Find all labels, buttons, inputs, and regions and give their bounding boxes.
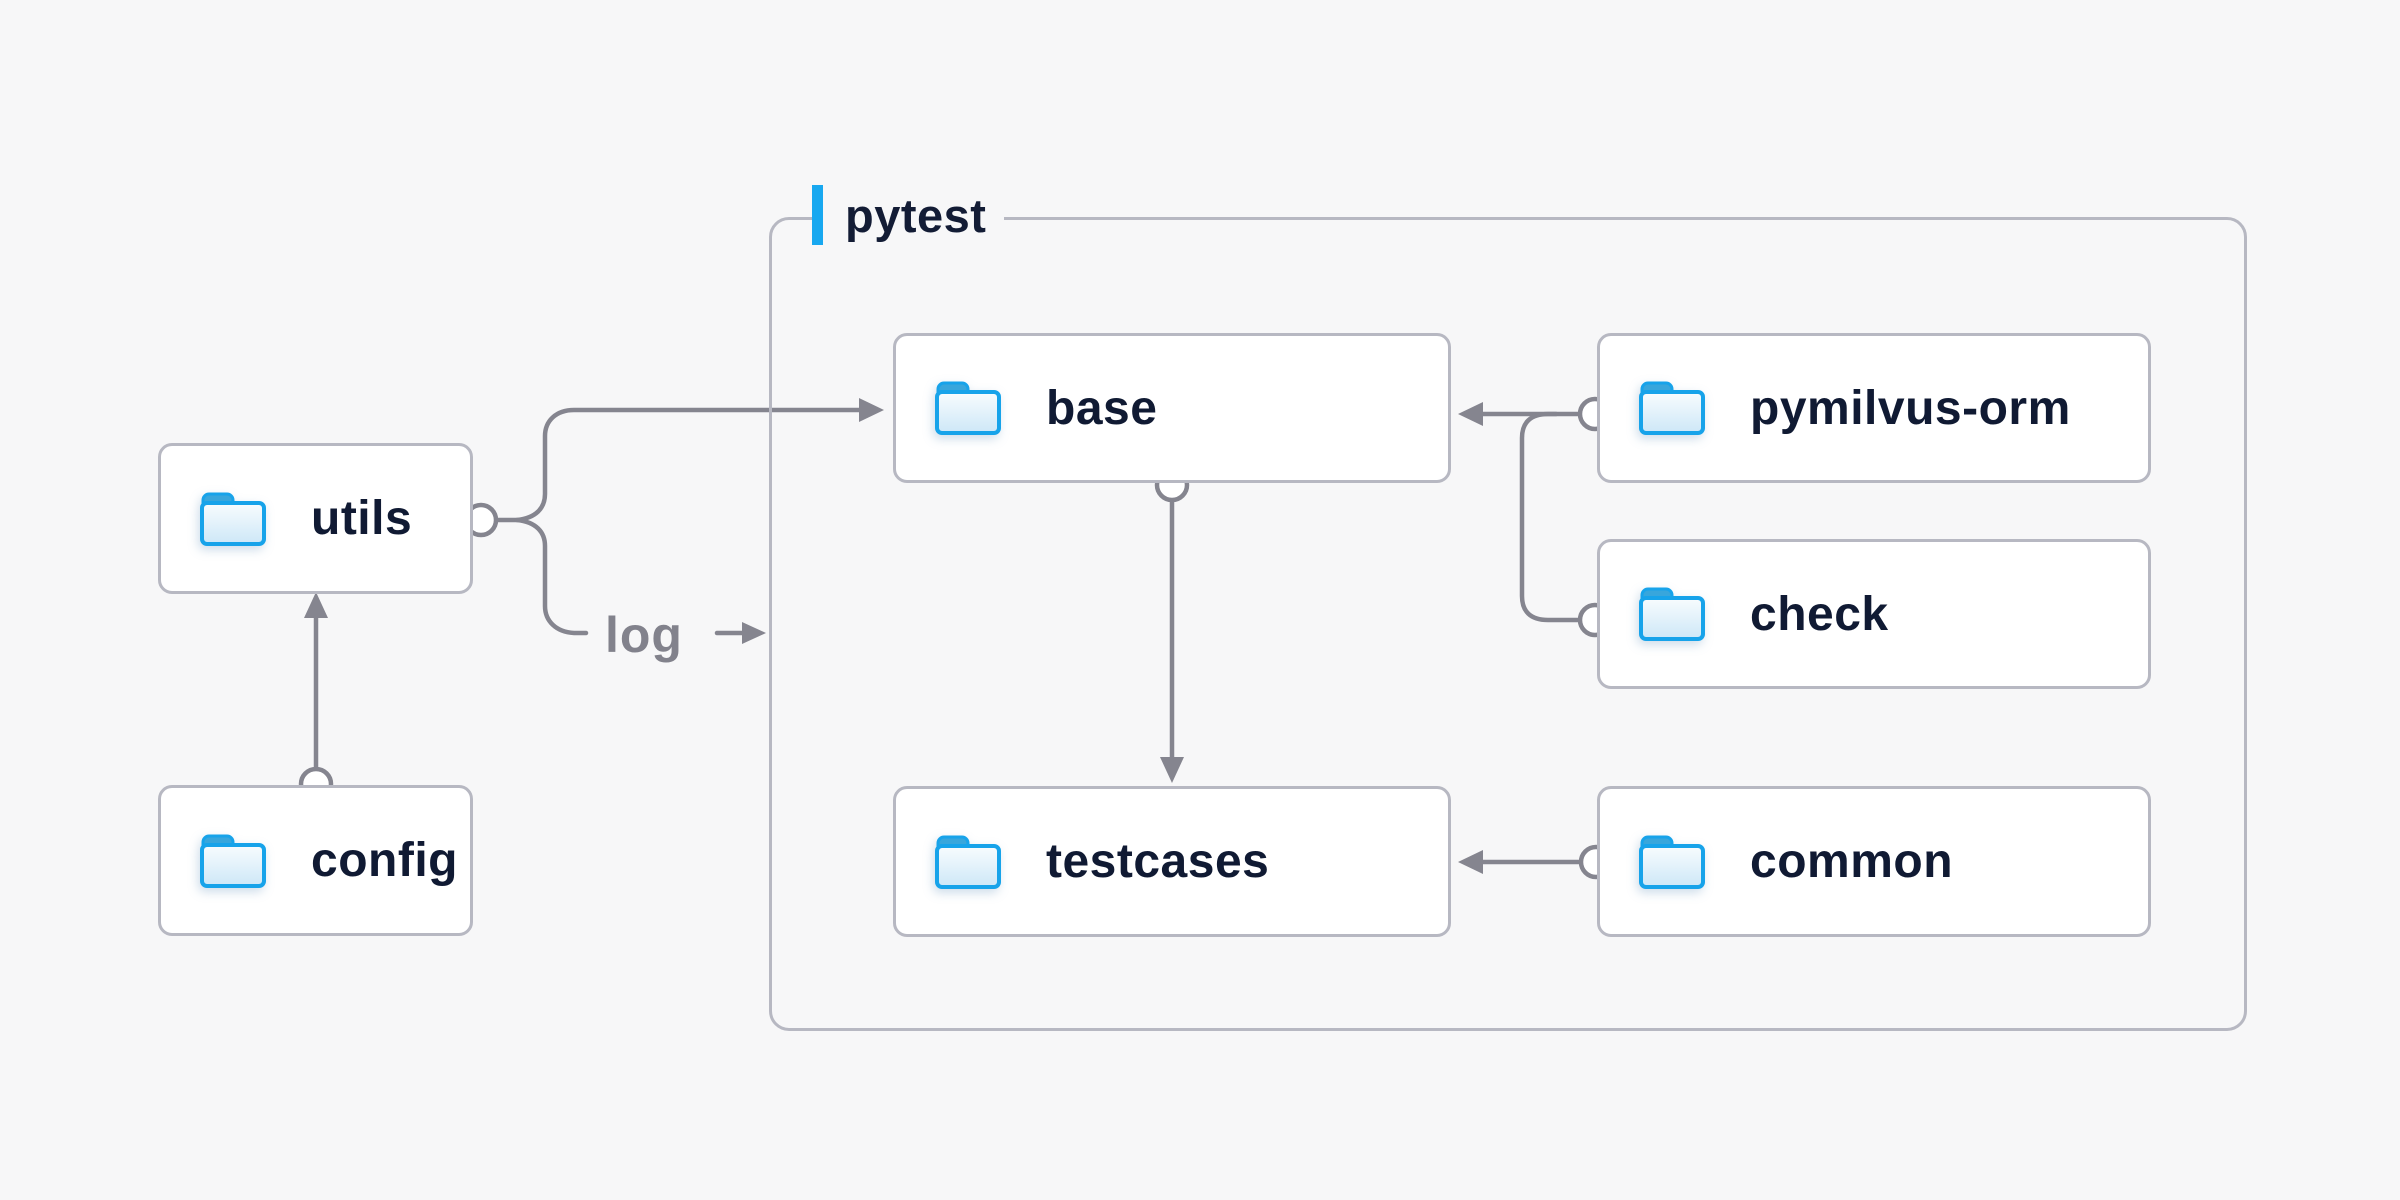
edge-check-base	[1519, 411, 1583, 623]
node-testcases-label: testcases	[1046, 835, 1270, 888]
node-check-label: check	[1750, 587, 1889, 641]
node-testcases: testcases	[893, 786, 1451, 937]
node-common: common	[1597, 786, 2151, 937]
folder-icon	[200, 833, 266, 888]
node-utils-label: utils	[311, 492, 413, 545]
node-utils: utils	[158, 443, 473, 594]
arrowhead-into-testcases	[1160, 757, 1184, 783]
folder-icon	[935, 834, 1001, 889]
node-pymilvus-orm: pymilvus-orm	[1597, 333, 2151, 483]
node-check: check	[1597, 539, 2151, 689]
arrowhead-into-base-left	[859, 398, 884, 422]
folder-icon	[200, 491, 266, 546]
folder-icon	[1639, 381, 1705, 435]
node-config: config	[158, 785, 473, 936]
pytest-label-text: pytest	[845, 188, 987, 242]
node-pymilvus-orm-label: pymilvus-orm	[1750, 381, 2071, 435]
pytest-container	[769, 217, 2247, 1031]
pytest-label: pytest	[812, 183, 1005, 247]
node-common-label: common	[1750, 835, 1954, 888]
edge-utils-base	[493, 407, 863, 523]
arrowhead-into-base-right	[1458, 402, 1483, 426]
arrowhead-into-utils	[304, 592, 328, 618]
node-base: base	[893, 333, 1451, 483]
folder-icon	[1639, 834, 1705, 889]
edge-label-log: log	[605, 607, 683, 663]
pytest-accent-bar	[812, 185, 823, 245]
folder-icon	[935, 381, 1001, 435]
node-config-label: config	[311, 834, 458, 887]
node-base-label: base	[1046, 381, 1158, 435]
edge-utils-log	[514, 517, 589, 636]
arrowhead-log	[742, 622, 766, 644]
arrowhead-into-testcases-right	[1458, 850, 1483, 874]
folder-icon	[1639, 587, 1705, 641]
